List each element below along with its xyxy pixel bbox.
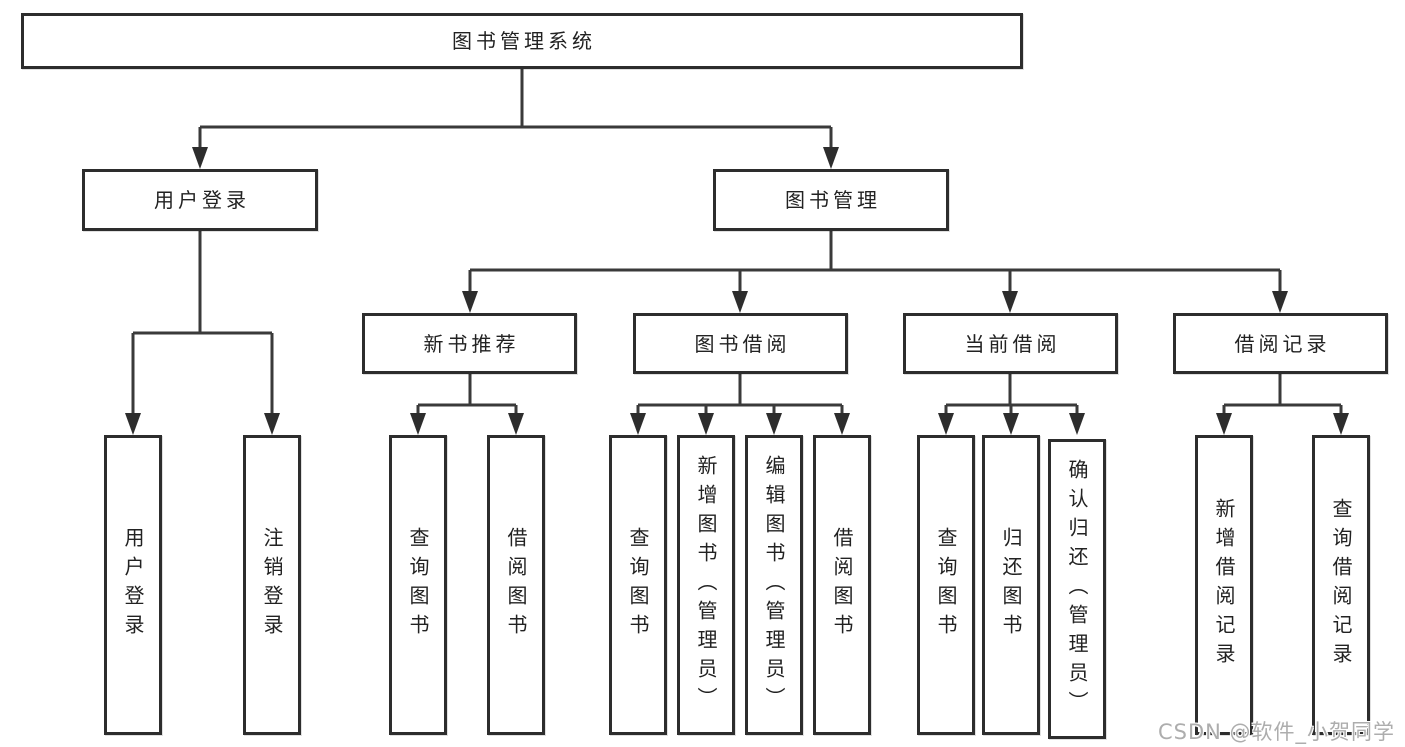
node-br-query: 查询借阅记录 — [1312, 435, 1370, 735]
node-current-borrow: 当前借阅 — [903, 313, 1118, 374]
node-user-login: 用户登录 — [82, 169, 318, 231]
connector-root-to-level2 — [192, 69, 839, 169]
node-cb-return: 归还图书 — [982, 435, 1040, 735]
node-cb-confirm: 确认归还（管理员） — [1048, 439, 1106, 739]
connector-borrow-records-to-leaves — [1216, 374, 1349, 435]
node-bb-borrow: 借阅图书 — [813, 435, 871, 735]
node-bb-query: 查询图书 — [609, 435, 667, 735]
connector-book-borrow-to-leaves — [630, 374, 850, 435]
connector-book-mgmt-to-level3 — [462, 231, 1288, 313]
node-br-add: 新增借阅记录 — [1195, 435, 1253, 735]
node-logout-leaf: 注销登录 — [243, 435, 301, 735]
node-login-leaf: 用户登录 — [104, 435, 162, 735]
node-new-book-rec: 新书推荐 — [362, 313, 577, 374]
connector-new-book-rec-to-leaves — [410, 374, 524, 435]
node-book-mgmt: 图书管理 — [713, 169, 949, 231]
node-bb-edit: 编辑图书（管理员） — [745, 435, 803, 735]
node-rec-query: 查询图书 — [389, 435, 447, 735]
node-borrow-records: 借阅记录 — [1173, 313, 1388, 374]
node-book-borrow: 图书借阅 — [633, 313, 848, 374]
node-root: 图书管理系统 — [21, 13, 1023, 69]
node-bb-add: 新增图书（管理员） — [677, 435, 735, 735]
connector-current-borrow-to-leaves — [938, 374, 1085, 435]
csdn-watermark: CSDN @软件_小贺同学 — [1158, 720, 1396, 744]
node-rec-borrow: 借阅图书 — [487, 435, 545, 735]
node-cb-query: 查询图书 — [917, 435, 975, 735]
connector-user-login-to-leaves — [125, 231, 280, 435]
